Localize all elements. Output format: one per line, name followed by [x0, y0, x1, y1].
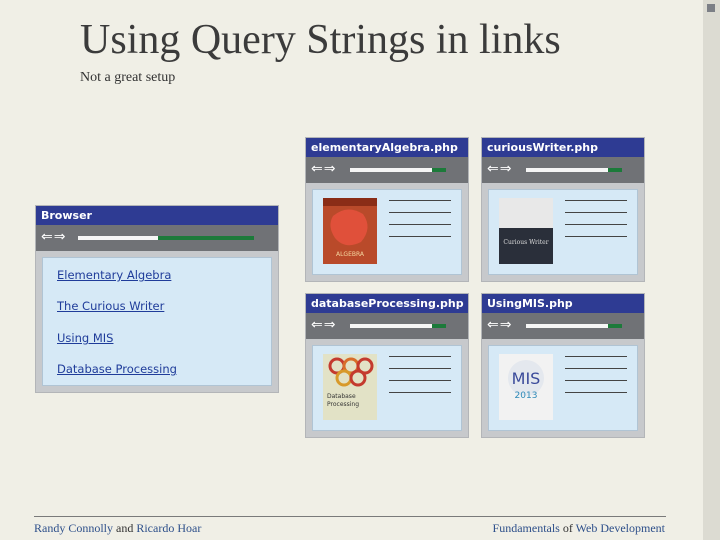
link-using-mis[interactable]: Using MIS	[57, 331, 114, 345]
browser-window: Browser ⇐⇒ Elementary Algebra The Curiou…	[35, 205, 279, 393]
page-window-curious-writer: curiousWriter.php ⇐⇒ Curious Writer	[481, 137, 645, 282]
svg-text:2013: 2013	[515, 391, 538, 401]
address-bar-progress	[432, 168, 446, 172]
back-forward-arrows-icon[interactable]: ⇐⇒	[311, 317, 337, 333]
page-toolbar: ⇐⇒	[306, 313, 468, 339]
page-title-curious-writer: curiousWriter.php	[482, 138, 644, 157]
browser-title: Browser	[36, 206, 278, 225]
slide-edge-bar	[703, 0, 720, 540]
address-bar-progress	[158, 236, 254, 240]
footer-author-1: Randy Connolly	[34, 521, 114, 535]
content-lines	[389, 200, 451, 248]
page-title-database-processing: databaseProcessing.php	[306, 294, 468, 313]
footer-of: of	[562, 521, 573, 535]
elementary-algebra-cover: ALGEBRA	[323, 198, 377, 264]
address-bar-progress	[608, 324, 622, 328]
page-toolbar: ⇐⇒	[482, 313, 644, 339]
footer-and: and	[116, 521, 134, 535]
slide-subtitle: Not a great setup	[80, 70, 176, 85]
curious-writer-cover: Curious Writer	[499, 198, 553, 264]
page-toolbar: ⇐⇒	[482, 157, 644, 183]
cover-art-icon: Curious Writer	[499, 228, 553, 264]
address-bar-progress	[608, 168, 622, 172]
footer-author-2: Ricardo Hoar	[136, 521, 202, 535]
database-processing-cover: Database Processing	[323, 354, 377, 420]
footer-book-2: Web Development	[575, 521, 665, 535]
corner-square	[707, 4, 715, 12]
svg-text:Curious Writer: Curious Writer	[503, 239, 548, 246]
slide-title: Using Query Strings in links	[80, 17, 561, 63]
page-title-elementary-algebra: elementaryAlgebra.php	[306, 138, 468, 157]
page-content: MIS 2013	[488, 345, 638, 431]
address-bar-progress	[432, 324, 446, 328]
using-mis-cover: MIS 2013	[499, 354, 553, 420]
footer-divider	[34, 516, 666, 517]
cover-art-icon: ALGEBRA	[323, 198, 377, 258]
back-forward-arrows-icon[interactable]: ⇐⇒	[311, 161, 337, 177]
address-bar[interactable]	[526, 168, 622, 172]
browser-toolbar: ⇐⇒	[36, 225, 278, 251]
cover-art-icon: Database Processing	[327, 357, 374, 408]
back-forward-arrows-icon[interactable]: ⇐⇒	[41, 229, 67, 245]
back-forward-arrows-icon[interactable]: ⇐⇒	[487, 317, 513, 333]
link-database-processing[interactable]: Database Processing	[57, 362, 177, 376]
page-window-database-processing: databaseProcessing.php ⇐⇒ Database Proce…	[305, 293, 469, 438]
footer-book-1: Fundamentals	[492, 521, 560, 535]
page-content: Curious Writer	[488, 189, 638, 275]
link-curious-writer[interactable]: The Curious Writer	[57, 299, 165, 313]
back-forward-arrows-icon[interactable]: ⇐⇒	[487, 161, 513, 177]
address-bar[interactable]	[350, 168, 446, 172]
address-bar[interactable]	[526, 324, 622, 328]
content-lines	[565, 356, 627, 404]
page-content: ALGEBRA	[312, 189, 462, 275]
svg-text:MIS: MIS	[512, 369, 541, 388]
page-window-elementary-algebra: elementaryAlgebra.php ⇐⇒ ALGEBRA	[305, 137, 469, 282]
footer-book-title: Fundamentals of Web Development	[493, 521, 665, 536]
content-lines	[565, 200, 627, 248]
browser-content: Elementary Algebra The Curious Writer Us…	[42, 257, 272, 386]
svg-text:Processing: Processing	[327, 401, 359, 408]
cover-art-icon: MIS 2013	[508, 360, 544, 401]
page-window-using-mis: UsingMIS.php ⇐⇒ MIS 2013	[481, 293, 645, 438]
page-toolbar: ⇐⇒	[306, 157, 468, 183]
address-bar[interactable]	[350, 324, 446, 328]
page-title-using-mis: UsingMIS.php	[482, 294, 644, 313]
link-elementary-algebra[interactable]: Elementary Algebra	[57, 268, 172, 282]
svg-text:ALGEBRA: ALGEBRA	[336, 251, 365, 258]
address-bar[interactable]	[78, 236, 254, 240]
footer-authors: Randy Connolly and Ricardo Hoar	[34, 521, 201, 536]
svg-text:Database: Database	[327, 393, 356, 400]
page-content: Database Processing	[312, 345, 462, 431]
content-lines	[389, 356, 451, 404]
